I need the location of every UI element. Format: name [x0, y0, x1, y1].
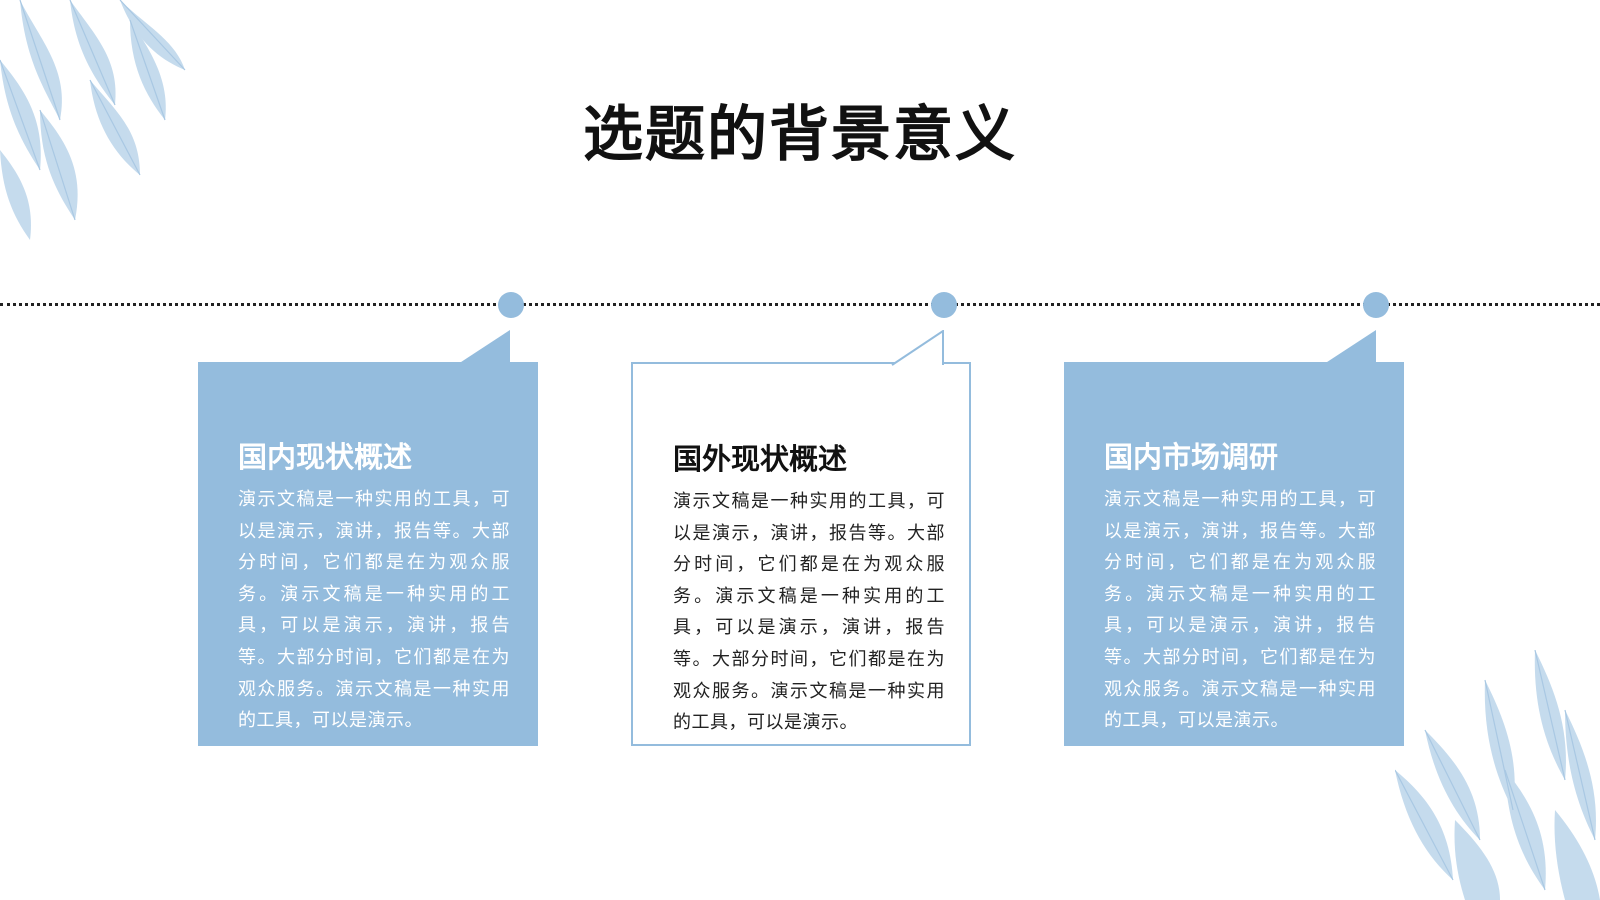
slide-title: 选题的背景意义	[583, 100, 1017, 170]
timeline-dot-3	[1363, 292, 1389, 318]
card-body: 演示文稿是一种实用的工具，可以是演示，演讲，报告等。大部分时间，它们都是在为观众…	[673, 491, 945, 734]
card-tab	[891, 330, 944, 366]
card-foreign-status: 国外现状概述 演示文稿是一种实用的工具，可以是演示，演讲，报告等。大部分时间，它…	[631, 330, 971, 748]
card-body: 演示文稿是一种实用的工具，可以是演示，演讲，报告等。大部分时间，它们都是在为观众…	[1104, 489, 1376, 732]
timeline-line	[0, 303, 1600, 306]
card-title: 国内现状概述	[238, 440, 413, 474]
card-title: 国外现状概述	[673, 442, 848, 476]
timeline-dot-1	[498, 292, 524, 318]
card-tab	[458, 330, 510, 364]
card-panel: 国内市场调研 演示文稿是一种实用的工具，可以是演示，演讲，报告等。大部分时间，它…	[1064, 362, 1404, 746]
timeline-dot-2	[931, 292, 957, 318]
card-tab	[1324, 330, 1376, 364]
card-domestic-market: 国内市场调研 演示文稿是一种实用的工具，可以是演示，演讲，报告等。大部分时间，它…	[1064, 330, 1404, 748]
leaf-decoration-bottom-right	[1395, 650, 1600, 900]
card-domestic-status: 国内现状概述 演示文稿是一种实用的工具，可以是演示，演讲，报告等。大部分时间，它…	[198, 330, 538, 748]
card-title: 国内市场调研	[1104, 440, 1279, 474]
card-panel: 国内现状概述 演示文稿是一种实用的工具，可以是演示，演讲，报告等。大部分时间，它…	[198, 362, 538, 746]
card-body: 演示文稿是一种实用的工具，可以是演示，演讲，报告等。大部分时间，它们都是在为观众…	[238, 489, 510, 732]
card-panel: 国外现状概述 演示文稿是一种实用的工具，可以是演示，演讲，报告等。大部分时间，它…	[631, 362, 971, 746]
